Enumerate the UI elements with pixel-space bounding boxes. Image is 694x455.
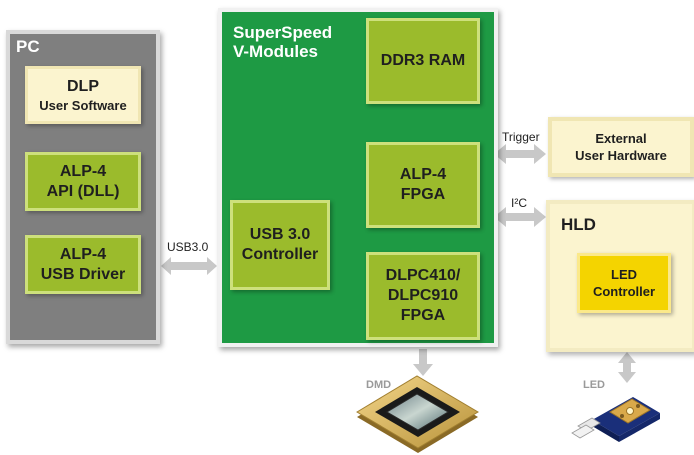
alp4-api-box: ALP-4 API (DLL) xyxy=(25,152,141,211)
alp4-api-line1: ALP-4 xyxy=(59,162,107,180)
dmd-chip-icon xyxy=(356,375,479,453)
arrow-usb3-link xyxy=(161,257,217,275)
led-module-icon xyxy=(571,397,660,442)
pc-title: PC xyxy=(16,37,40,56)
external-line1: External xyxy=(595,131,647,146)
external-line2: User Hardware xyxy=(575,148,667,163)
superspeed-title: SuperSpeed V-Modules xyxy=(233,23,332,61)
trigger-label: Trigger xyxy=(502,130,540,144)
superspeed-title-line2: V-Modules xyxy=(233,42,319,61)
alp4-usb-driver-line2: USB Driver xyxy=(40,265,126,283)
dlpc-fpga-line1: DLPC410/ xyxy=(385,267,461,284)
superspeed-v-modules-panel: SuperSpeed V-Modules DDR3 RAM ALP-4 FPGA… xyxy=(218,8,498,347)
usb3-controller-line2: Controller xyxy=(241,246,319,263)
alp4-fpga-box: ALP-4 FPGA xyxy=(366,142,480,228)
arrow-to-dmd xyxy=(413,349,433,376)
alp4-api-line2: API (DLL) xyxy=(46,182,120,200)
hld-title: HLD xyxy=(561,215,596,234)
dlp-user-software-box: DLP User Software xyxy=(25,66,141,124)
arrow-trigger-link xyxy=(494,144,546,164)
usb3-controller-box: USB 3.0 Controller xyxy=(230,200,330,290)
led-label: LED xyxy=(583,379,605,391)
dlp-user-software-line1: DLP xyxy=(67,77,99,95)
ddr3-ram-box: DDR3 RAM xyxy=(366,18,480,104)
alp4-fpga-line1: ALP-4 xyxy=(399,166,447,183)
ddr3-ram-label: DDR3 RAM xyxy=(380,52,466,69)
hld-panel: HLD LED Controller xyxy=(546,200,694,352)
usb3-label: USB3.0 xyxy=(167,240,209,254)
i2c-label: I²C xyxy=(511,196,527,210)
arrow-hld-led xyxy=(618,352,636,383)
usb3-controller-line1: USB 3.0 xyxy=(249,226,311,243)
superspeed-title-line1: SuperSpeed xyxy=(233,23,333,42)
dlpc-fpga-box: DLPC410/ DLPC910 FPGA xyxy=(366,252,480,340)
arrow-i2c-link xyxy=(494,207,546,227)
dlp-user-software-line2: User Software xyxy=(39,97,127,113)
led-controller-line2: Controller xyxy=(592,284,656,299)
led-controller-box: LED Controller xyxy=(577,253,671,313)
dlpc-fpga-line3: FPGA xyxy=(400,307,446,324)
alp4-usb-driver-line1: ALP-4 xyxy=(59,245,107,263)
dmd-label: DMD xyxy=(366,379,392,391)
pc-panel: PC DLP User Software ALP-4 API (DLL) ALP… xyxy=(6,30,160,344)
alp4-fpga-line2: FPGA xyxy=(400,186,446,203)
led-controller-line1: LED xyxy=(611,267,637,282)
dlpc-fpga-line2: DLPC910 xyxy=(387,287,459,304)
alp4-usb-driver-box: ALP-4 USB Driver xyxy=(25,235,141,294)
external-user-hardware-box: External User Hardware xyxy=(548,117,694,177)
